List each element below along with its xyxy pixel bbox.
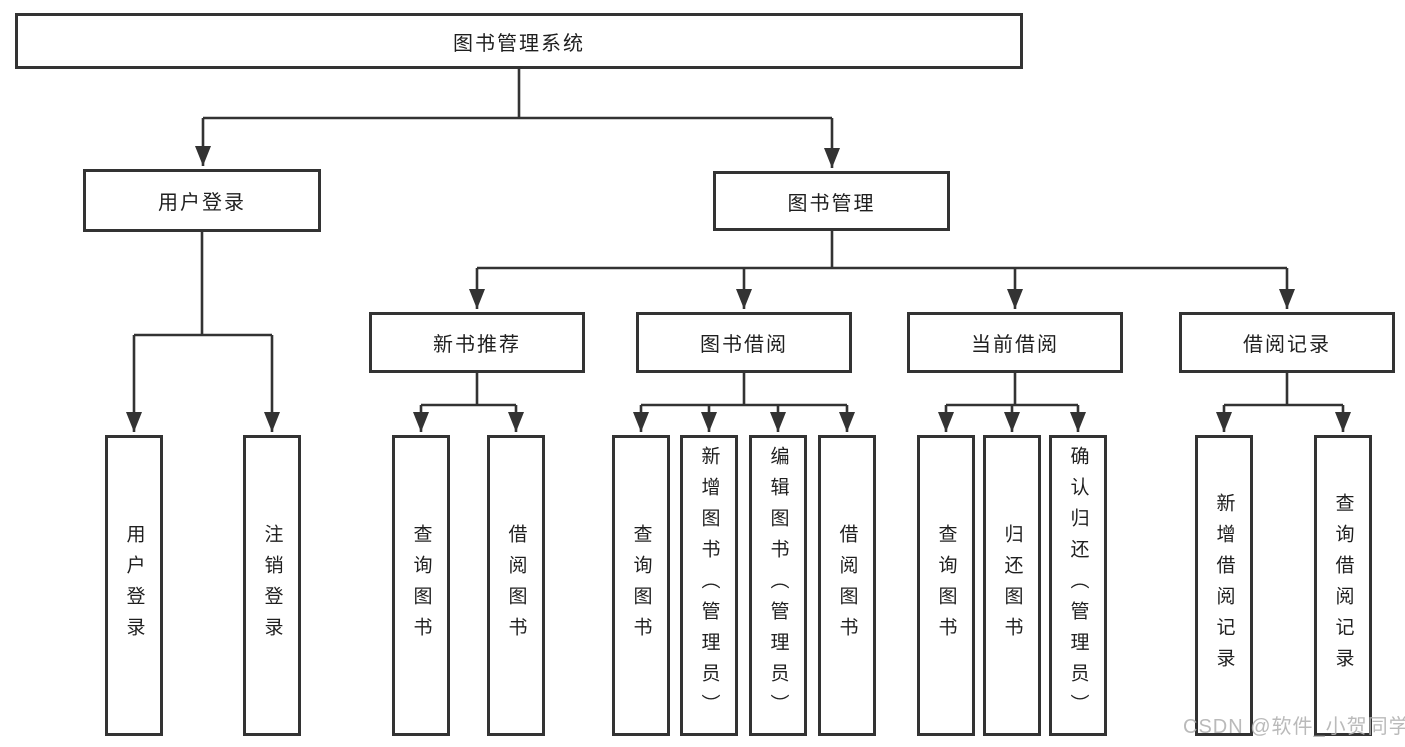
csdn-watermark: CSDN @软件_小贺同学 <box>1183 716 1405 738</box>
leaf-borrow-books-borrowing: 借阅图书 <box>818 435 876 736</box>
leaf-return-book: 归还图书 <box>983 435 1041 736</box>
leaf-user-login: 用户登录 <box>105 435 163 736</box>
leaf-logout: 注销登录 <box>243 435 301 736</box>
node-new-book-recommend: 新书推荐 <box>369 312 585 373</box>
node-book-management: 图书管理 <box>713 171 950 231</box>
leaf-add-borrow-record: 新增借阅记录 <box>1195 435 1253 736</box>
leaf-query-books-recommend: 查询图书 <box>392 435 450 736</box>
node-library-management-system: 图书管理系统 <box>15 13 1023 69</box>
leaf-edit-book-admin: 编辑图书（管理员） <box>749 435 807 736</box>
leaf-borrow-books-recommend: 借阅图书 <box>487 435 545 736</box>
node-book-borrowing: 图书借阅 <box>636 312 852 373</box>
leaf-query-books-borrowing: 查询图书 <box>612 435 670 736</box>
leaf-confirm-return-admin: 确认归还（管理员） <box>1049 435 1107 736</box>
node-user-login: 用户登录 <box>83 169 321 232</box>
leaf-query-books-current: 查询图书 <box>917 435 975 736</box>
node-current-borrowing: 当前借阅 <box>907 312 1123 373</box>
leaf-add-book-admin: 新增图书（管理员） <box>680 435 738 736</box>
leaf-query-borrow-record: 查询借阅记录 <box>1314 435 1372 736</box>
node-borrowing-records: 借阅记录 <box>1179 312 1395 373</box>
